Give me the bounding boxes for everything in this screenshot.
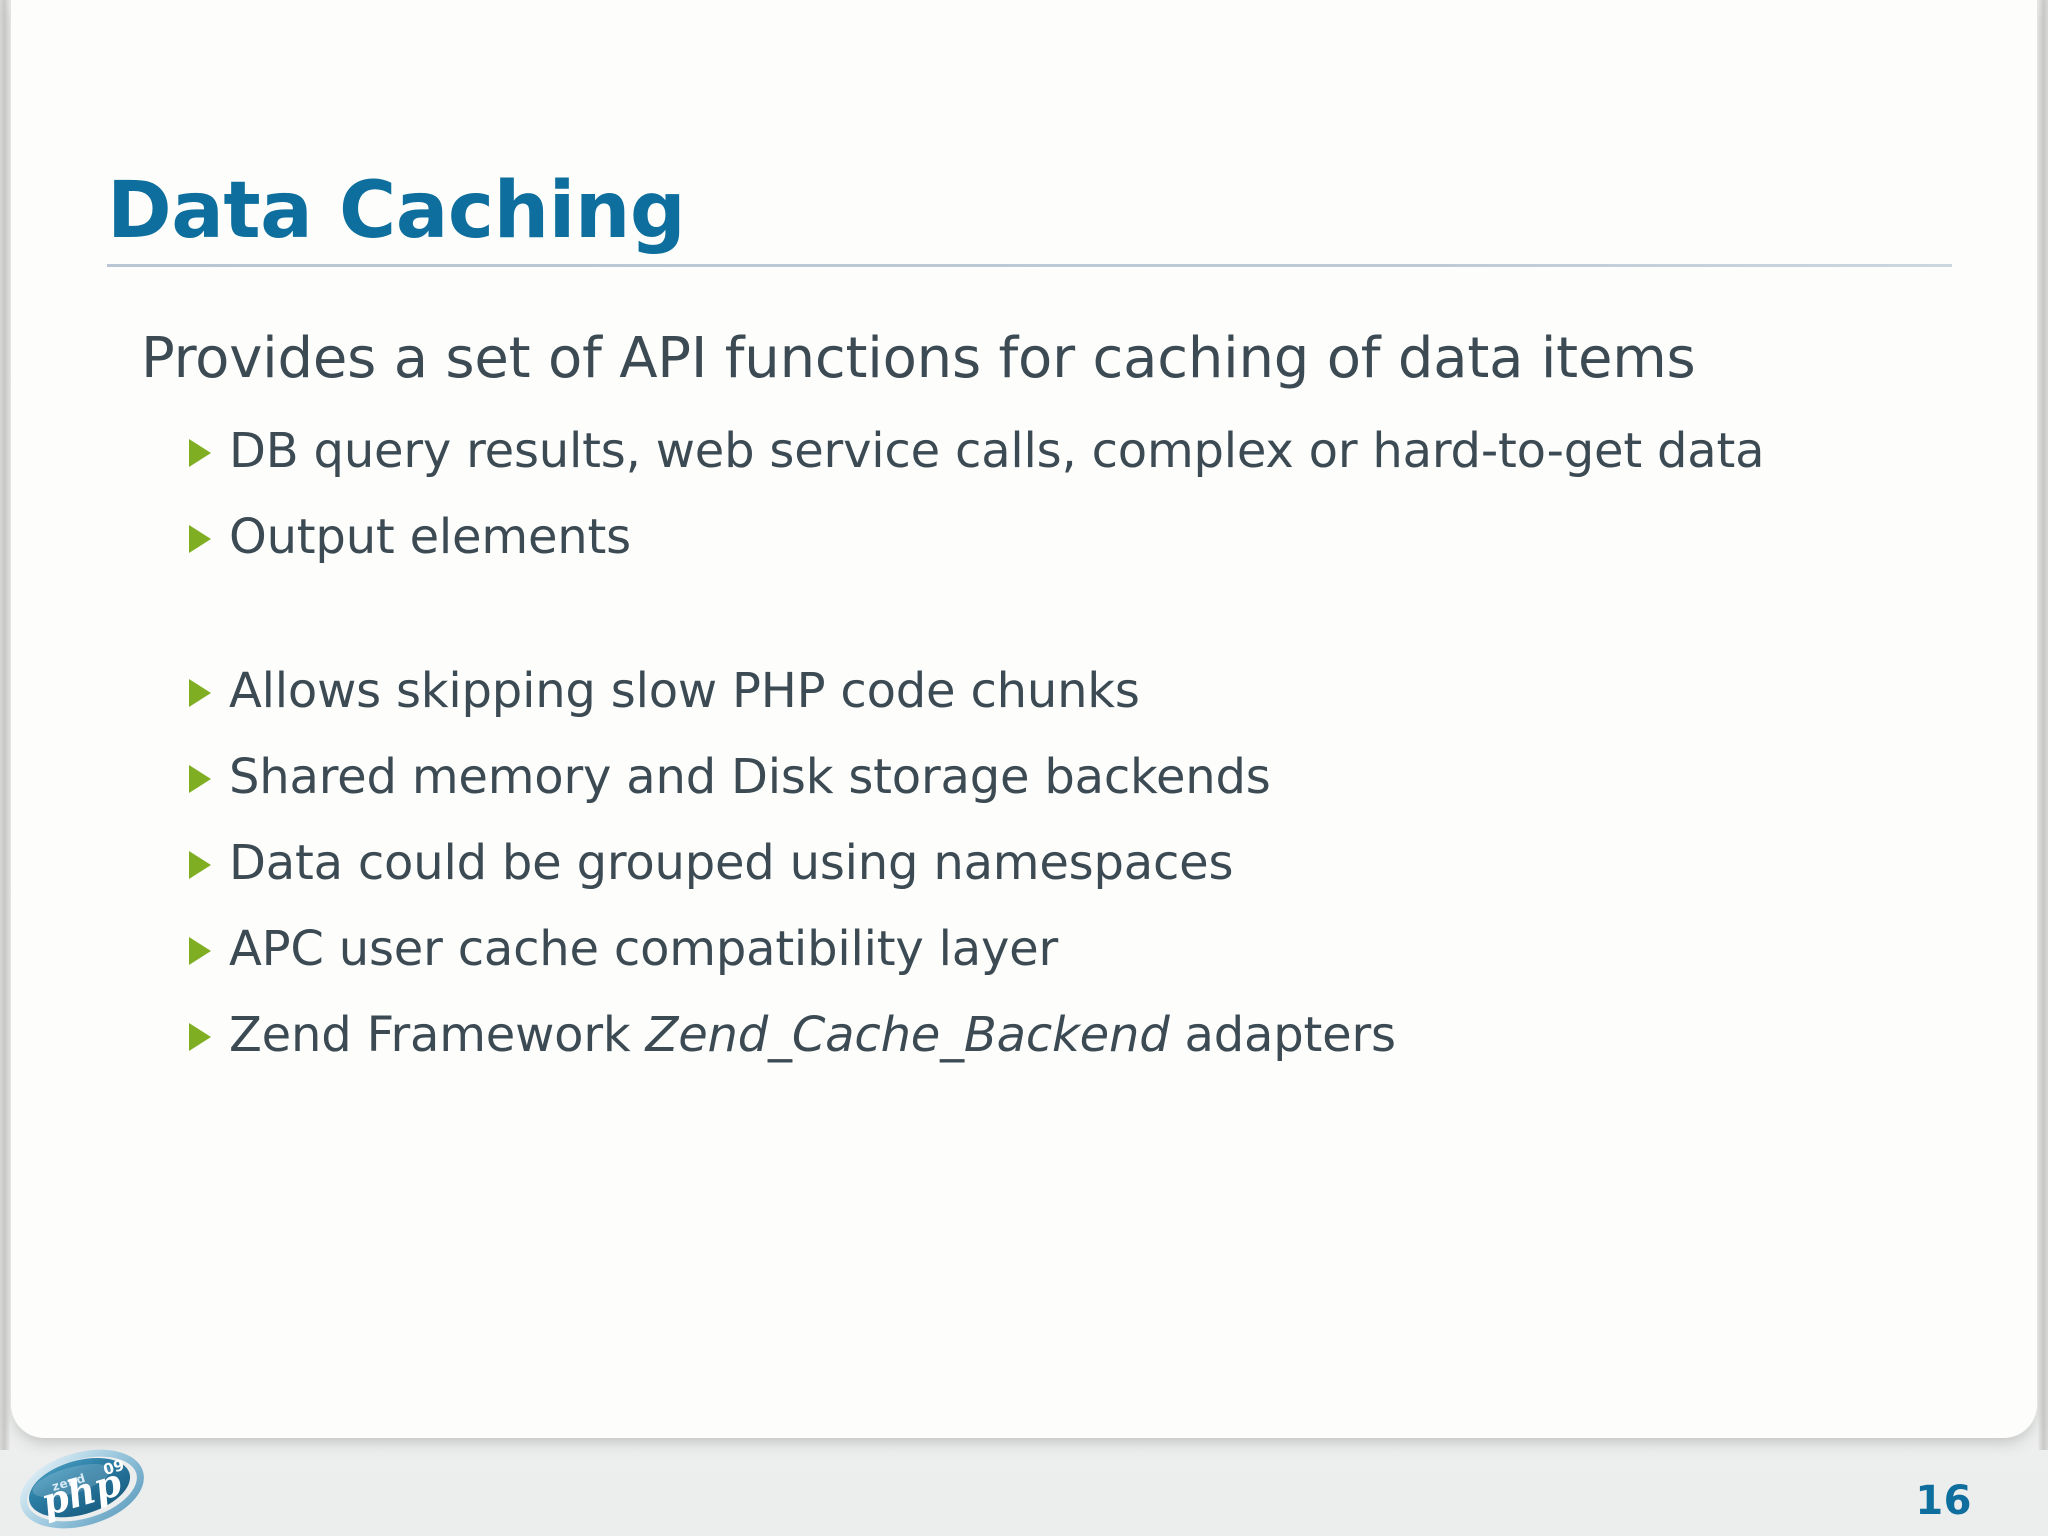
frame-edge-left	[0, 0, 10, 1450]
triangle-right-icon	[189, 679, 211, 707]
lead-statement: Provides a set of API functions for cach…	[141, 326, 1696, 391]
list-item: Data could be grouped using namespaces	[141, 820, 2001, 906]
list-item: Output elements	[141, 494, 2001, 580]
page-title: Data Caching	[107, 166, 686, 256]
triangle-right-icon	[189, 439, 211, 467]
list-item: APC user cache compatibility layer	[141, 906, 2001, 992]
zend-php-09-logo: zend php 09	[14, 1442, 150, 1536]
slide-content-panel: Data Caching Provides a set of API funct…	[10, 0, 2038, 1438]
triangle-right-icon	[189, 937, 211, 965]
list-item-label: APC user cache compatibility layer	[229, 921, 1059, 977]
list-item: Allows skipping slow PHP code chunks	[141, 648, 2001, 734]
list-item-suffix: adapters	[1169, 1007, 1396, 1063]
body-block: Provides a set of API functions for cach…	[141, 322, 2001, 1078]
triangle-right-icon	[189, 525, 211, 553]
list-item-label: Data could be grouped using namespaces	[229, 835, 1234, 891]
triangle-right-icon	[189, 765, 211, 793]
triangle-right-icon	[189, 1023, 211, 1051]
list-item-label: DB query results, web service calls, com…	[229, 423, 1765, 479]
list-item: DB query results, web service calls, com…	[141, 408, 2001, 494]
triangle-right-icon	[189, 851, 211, 879]
page-number: 16	[1915, 1478, 1972, 1524]
list-item: Shared memory and Disk storage backends	[141, 734, 2001, 820]
slide-footer: zend php 09 16	[0, 1438, 2048, 1536]
list-item-label: Output elements	[229, 509, 631, 565]
list-item-prefix: Zend Framework	[229, 1007, 646, 1063]
list-item: Zend Framework Zend_Cache_Backend adapte…	[141, 992, 2001, 1078]
list-item-label: Shared memory and Disk storage backends	[229, 749, 1271, 805]
frame-edge-right	[2038, 0, 2048, 1450]
svg-text:09: 09	[101, 1456, 126, 1479]
title-block: Data Caching	[107, 168, 1967, 267]
list-item-emphasis: Zend_Cache_Backend	[645, 1007, 1170, 1063]
bullet-list: DB query results, web service calls, com…	[141, 408, 2001, 1078]
list-item-label: Allows skipping slow PHP code chunks	[229, 663, 1140, 719]
title-underline-rule	[107, 264, 1952, 267]
